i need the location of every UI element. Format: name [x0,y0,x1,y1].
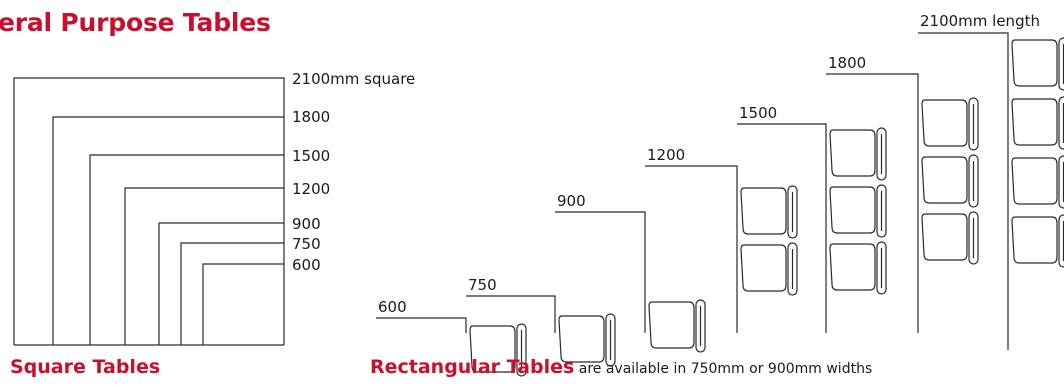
chair-icon [648,299,706,353]
square-size-labels: 2100mm square 1800 1500 1200 900 750 600 [292,70,415,274]
chair-icon [1011,214,1064,268]
square-label-600: 600 [292,256,321,274]
square-label-1800: 1800 [292,108,330,126]
chairs-1800 [921,97,979,265]
rect-label-600: 600 [378,298,407,316]
chair-icon [740,185,798,239]
square-outline-1500 [89,154,284,345]
rect-step-1800 [826,73,919,333]
square-label-750: 750 [292,235,321,253]
chairs-1500 [829,127,887,295]
square-label-1500: 1500 [292,147,330,165]
chair-icon [740,242,798,296]
square-outline-900 [158,222,284,345]
rectangular-caption-bold: Rectangular Tables [370,356,575,378]
chair-icon [921,211,979,265]
square-tables-diagram [13,77,285,346]
chair-icon [469,323,527,377]
chair-icon [558,313,616,367]
chair-icon [921,154,979,208]
rect-step-600 [376,317,467,333]
chair-icon [1011,96,1064,150]
square-outline-1200 [124,187,284,345]
rect-label-1500: 1500 [739,104,777,122]
rect-step-900 [555,211,646,333]
page-title: eral Purpose Tables [0,8,271,37]
chairs-1200 [740,185,798,296]
chairs-2100 [1011,37,1064,268]
rect-step-750 [466,295,556,333]
square-outline-600 [202,263,284,345]
chairs-900 [648,299,706,353]
square-outline-2100 [13,77,285,345]
chair-icon [829,184,887,238]
chair-layer [469,37,1064,377]
rectangular-size-labels: 600 750 900 1200 1500 1800 2100mm length [378,12,1040,316]
chair-icon [1011,155,1064,209]
rect-label-1200: 1200 [647,146,685,164]
rect-label-2100: 2100mm length [920,12,1040,30]
rect-step-2100 [918,32,1009,350]
chair-icon [1011,37,1064,91]
square-label-900: 900 [292,215,321,233]
rectangular-caption-rest: are available in 750mm or 900mm widths [574,361,873,377]
chair-icon [829,241,887,295]
rect-step-1200 [645,165,738,333]
chair-icon [829,127,887,181]
chair-icon [921,97,979,151]
square-outline-1800 [52,116,284,345]
square-tables-caption: Square Tables [10,356,161,378]
rectangular-tables-diagram [376,32,1009,350]
rectangular-tables-caption: Rectangular Tables are available in 750m… [370,356,872,378]
chairs-600 [469,323,527,377]
rect-label-900: 900 [557,192,586,210]
chairs-750 [558,313,616,367]
square-outline-750 [180,242,284,345]
rect-label-750: 750 [468,276,497,294]
square-label-2100: 2100mm square [292,70,415,88]
rect-label-1800: 1800 [828,54,866,72]
square-label-1200: 1200 [292,180,330,198]
rect-step-1500 [737,123,827,333]
